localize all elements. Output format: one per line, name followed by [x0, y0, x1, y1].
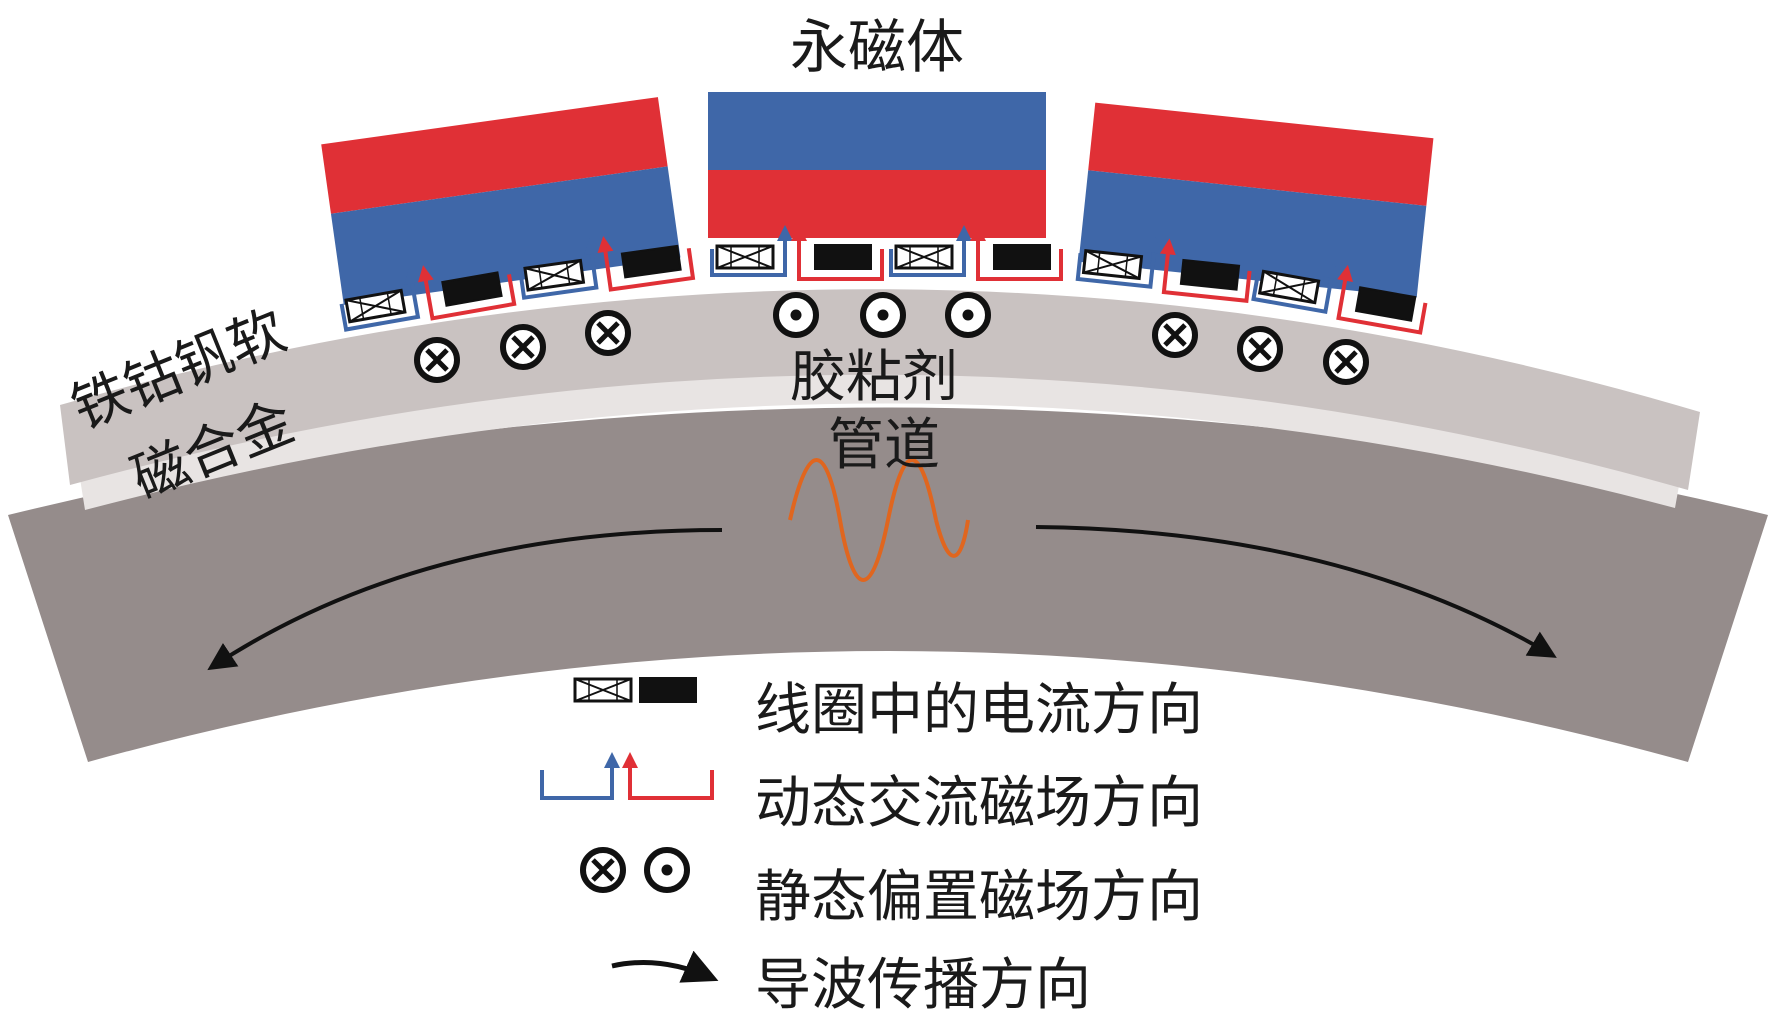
bias-field-in-icon: [1240, 329, 1280, 369]
bias-field-out-icon: [776, 295, 816, 335]
bias-field-out-icon: [863, 295, 903, 335]
bias-field-in-icon: [1155, 315, 1195, 355]
bias-field-in-icon: [1326, 342, 1366, 382]
magnet-left: [321, 97, 681, 305]
pipe-label: 管道: [828, 413, 940, 478]
propagation-right-arrow: [1035, 525, 1557, 658]
bias-field-in-icon: [588, 313, 628, 353]
propagation-left-arrow: [207, 528, 723, 671]
magnet-label: 永磁体: [790, 13, 965, 81]
legend-propagation-text: 导波传播方向: [755, 953, 1091, 1018]
coil-current-icon: [573, 677, 697, 703]
bias-field-symbol-icon: [583, 850, 687, 890]
legend-coil-current-text: 线圈中的电流方向: [755, 678, 1203, 743]
ac-field-arrow-icon: [540, 752, 714, 800]
adhesive-label: 胶粘剂: [790, 345, 958, 410]
legend-ac-field-text: 动态交流磁场方向: [755, 771, 1203, 836]
alloy-strip: [60, 289, 1700, 490]
bias-field-in-icon: [417, 340, 457, 380]
magnet-center: [708, 92, 1046, 238]
propagation-arrow-icon: [611, 950, 719, 983]
bias-field-out-icon: [948, 295, 988, 335]
legend-bias-field-text: 静态偏置磁场方向: [755, 865, 1203, 930]
bias-field-in-icon: [503, 327, 543, 367]
wave-icon: [788, 458, 938, 582]
pipe-layer: [8, 407, 1768, 762]
wave-icon: [934, 519, 970, 558]
